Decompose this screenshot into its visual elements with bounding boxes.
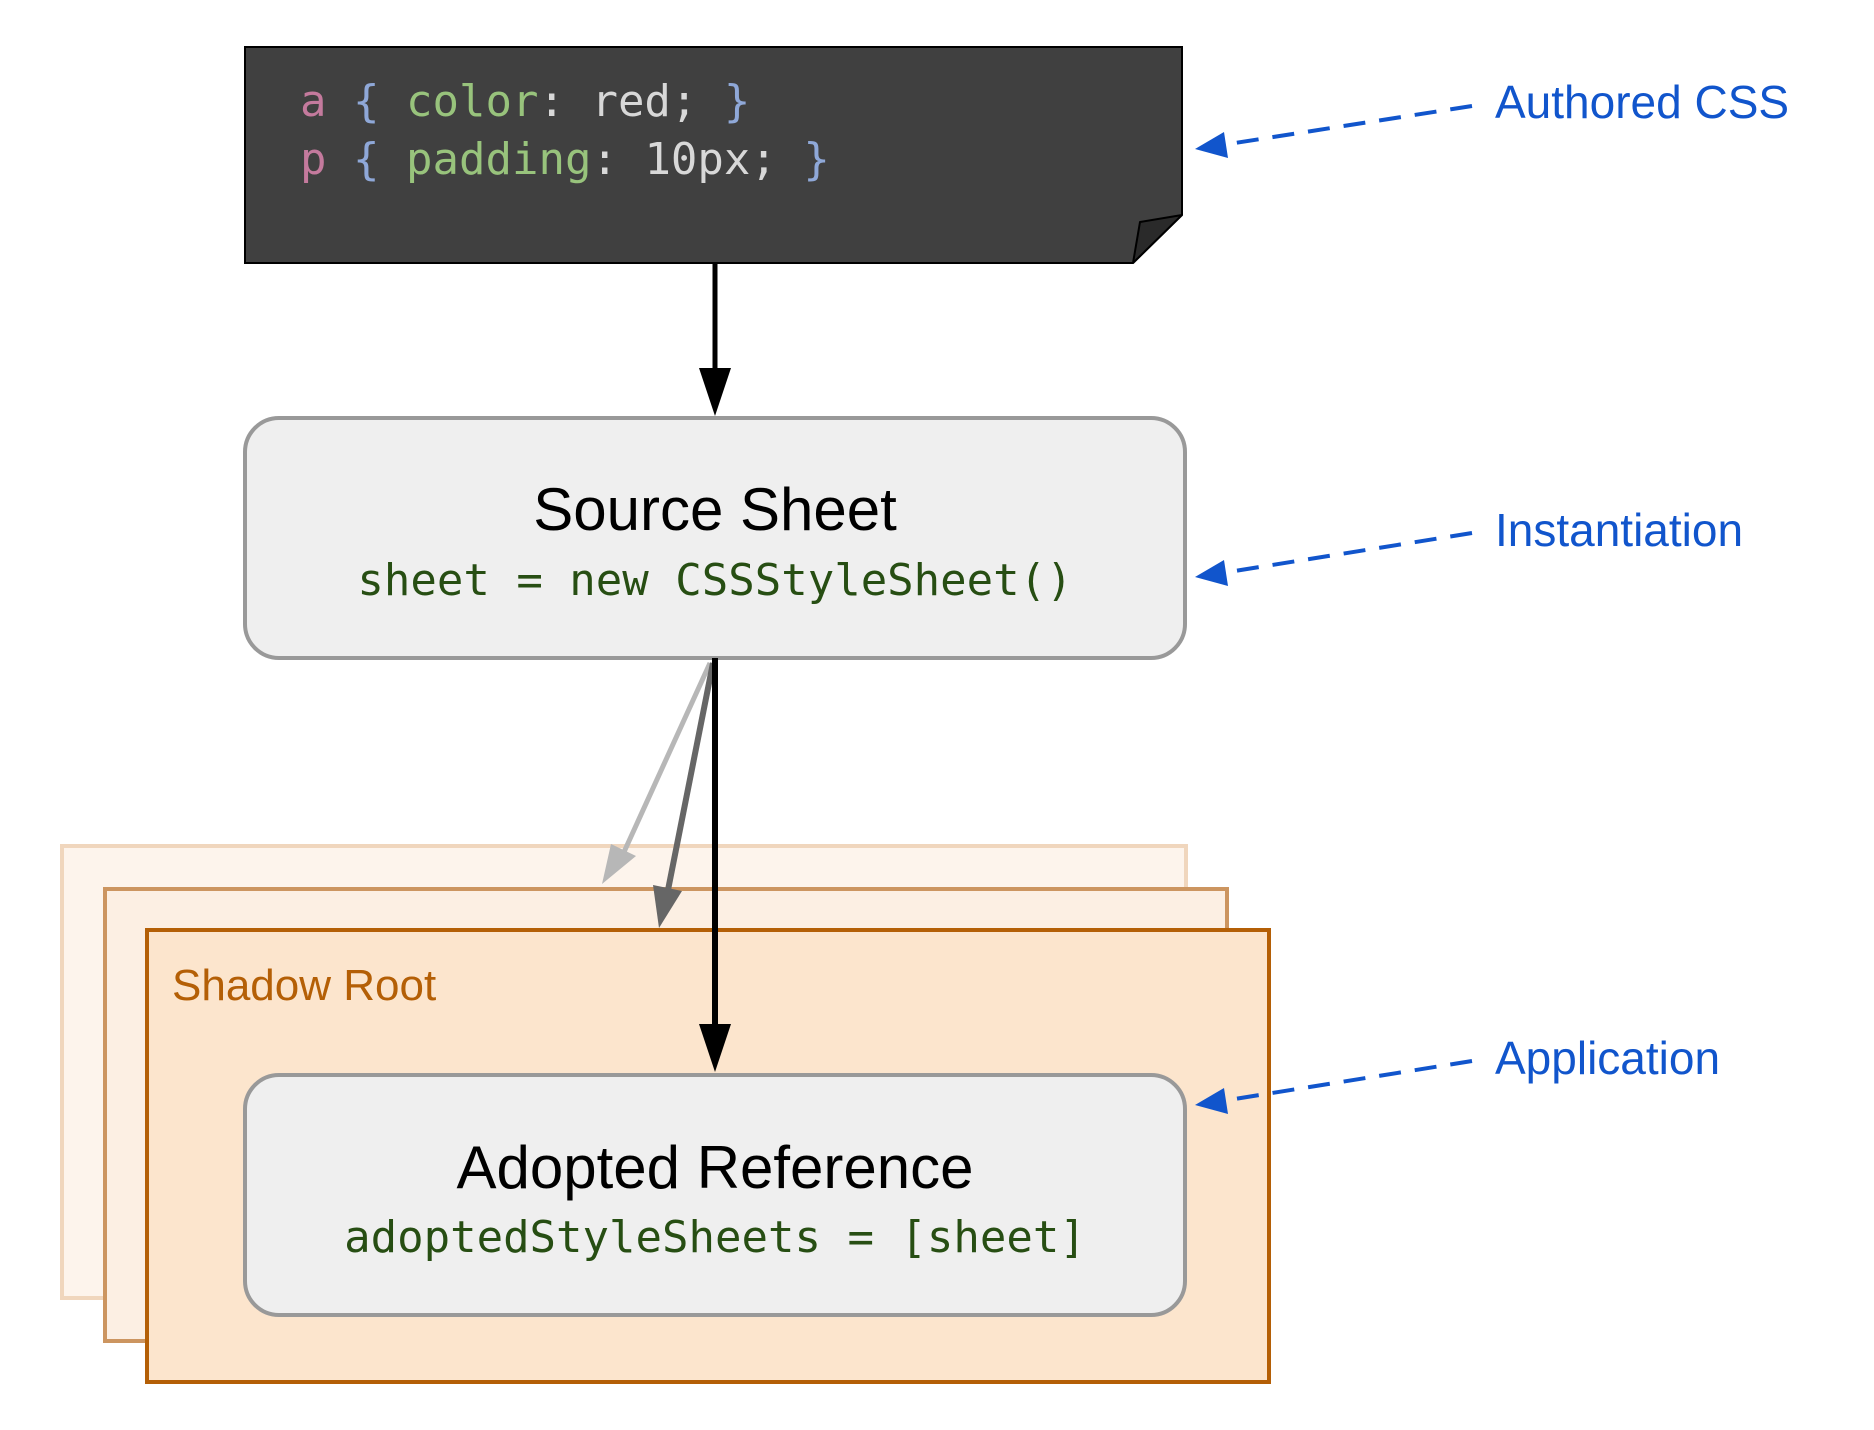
code-token-brace: } [803, 134, 830, 185]
code-token-plain [380, 134, 407, 185]
code-token-plain: red; [591, 76, 697, 127]
adopted-reference-code: adoptedStyleSheets = [sheet] [344, 1212, 1086, 1263]
annotation-application: Application [1195, 1032, 1720, 1114]
source-sheet-box: Source Sheet sheet = new CSSStyleSheet() [243, 416, 1187, 660]
source-sheet-title: Source Sheet [533, 476, 897, 543]
code-token-plain [327, 76, 354, 127]
shadow-root-label: Shadow Root [172, 961, 436, 1010]
adopted-reference-box: Adopted Reference adoptedStyleSheets = [… [243, 1073, 1187, 1317]
adopted-reference-title: Adopted Reference [456, 1134, 973, 1201]
annotation-application-label: Application [1495, 1032, 1720, 1084]
annotation-instantiation-label: Instantiation [1495, 504, 1743, 556]
code-token-plain [697, 76, 724, 127]
code-token-plain [777, 134, 804, 185]
code-file-dogear [1132, 214, 1183, 264]
code-token-plain: : [591, 134, 618, 185]
code-token-brace: { [353, 76, 380, 127]
code-line: p { padding: 10px; } [300, 134, 830, 185]
arrow-source-to-adopted [699, 658, 731, 1072]
code-token-brace: { [353, 134, 380, 185]
code-token-selector: p [300, 134, 327, 185]
code-token-plain [618, 134, 645, 185]
source-sheet-code: sheet = new CSSStyleSheet() [357, 555, 1072, 606]
code-token-plain [327, 134, 354, 185]
arrow-source-to-back-root [602, 661, 713, 884]
arrow-authored-to-source [699, 263, 731, 416]
code-token-plain [380, 76, 407, 127]
code-token-property: padding [406, 134, 591, 185]
annotation-instantiation: Instantiation [1195, 504, 1743, 586]
code-line: a { color: red; } [300, 76, 750, 127]
code-token-brace: } [724, 76, 751, 127]
code-token-property: color [406, 76, 538, 127]
code-token-plain [565, 76, 592, 127]
arrow-source-to-middle-root [653, 662, 716, 928]
annotation-authored: Authored CSS [1195, 76, 1789, 158]
code-token-plain: : [538, 76, 565, 127]
annotation-authored-label: Authored CSS [1495, 76, 1789, 128]
code-token-selector: a [300, 76, 327, 127]
authored-css-file: a { color: red; } p { padding: 10px; } [244, 46, 1183, 264]
code-token-plain: 10px; [644, 134, 776, 185]
